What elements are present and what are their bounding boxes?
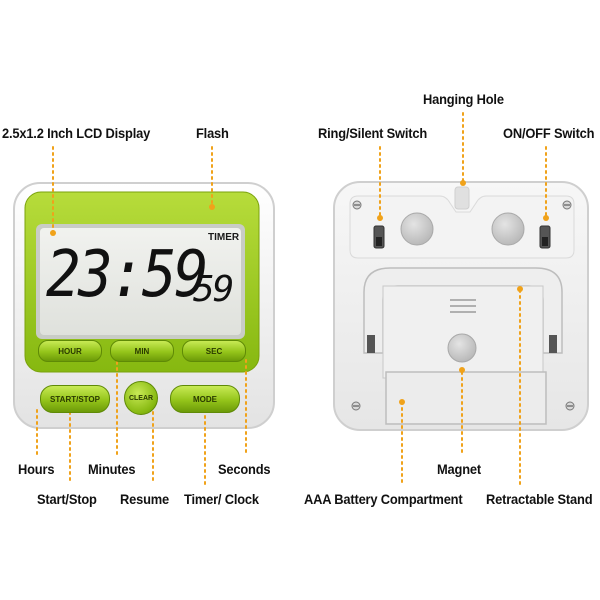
label-timer-clock: Timer/ Clock bbox=[184, 491, 259, 507]
sec-button-label: SEC bbox=[205, 346, 223, 356]
sec-button[interactable]: SEC bbox=[182, 340, 246, 362]
label-flash: Flash bbox=[196, 125, 229, 141]
label-ring-silent-switch: Ring/Silent Switch bbox=[318, 125, 428, 141]
label-hanging-hole: Hanging Hole bbox=[423, 91, 504, 107]
label-lcd-display: 2.5x1.2 Inch LCD Display bbox=[2, 125, 151, 141]
min-button-label: MIN bbox=[134, 346, 150, 356]
lcd-timer-badge: TIMER bbox=[208, 232, 240, 243]
hour-button-label: HOUR bbox=[58, 346, 82, 356]
label-retractable-stand: Retractable Stand bbox=[486, 491, 593, 507]
label-resume: Resume bbox=[120, 491, 170, 507]
lcd-main-digits: 23:59 bbox=[46, 238, 209, 312]
mode-button-label: MODE bbox=[193, 394, 217, 404]
leader-lines bbox=[36, 112, 547, 485]
mode-button[interactable]: MODE bbox=[170, 385, 240, 413]
hour-button[interactable]: HOUR bbox=[38, 340, 102, 362]
label-aaa-battery: AAA Battery Compartment bbox=[304, 491, 463, 507]
start-stop-button[interactable]: START/STOP bbox=[40, 385, 110, 413]
start-stop-button-label: START/STOP bbox=[50, 394, 100, 404]
clear-button[interactable]: CLEAR bbox=[124, 381, 158, 415]
lcd-seconds-digits: 59 bbox=[193, 269, 234, 310]
clear-button-label: CLEAR bbox=[128, 394, 154, 402]
label-minutes: Minutes bbox=[88, 461, 136, 477]
min-button[interactable]: MIN bbox=[110, 340, 174, 362]
label-start-stop: Start/Stop bbox=[37, 491, 97, 507]
back-timer bbox=[333, 181, 589, 431]
label-hours: Hours bbox=[18, 461, 55, 477]
label-seconds: Seconds bbox=[218, 461, 271, 477]
label-magnet: Magnet bbox=[437, 461, 481, 477]
front-timer bbox=[13, 182, 275, 429]
leader-dots bbox=[50, 180, 549, 405]
label-on-off-switch: ON/OFF Switch bbox=[503, 125, 595, 141]
